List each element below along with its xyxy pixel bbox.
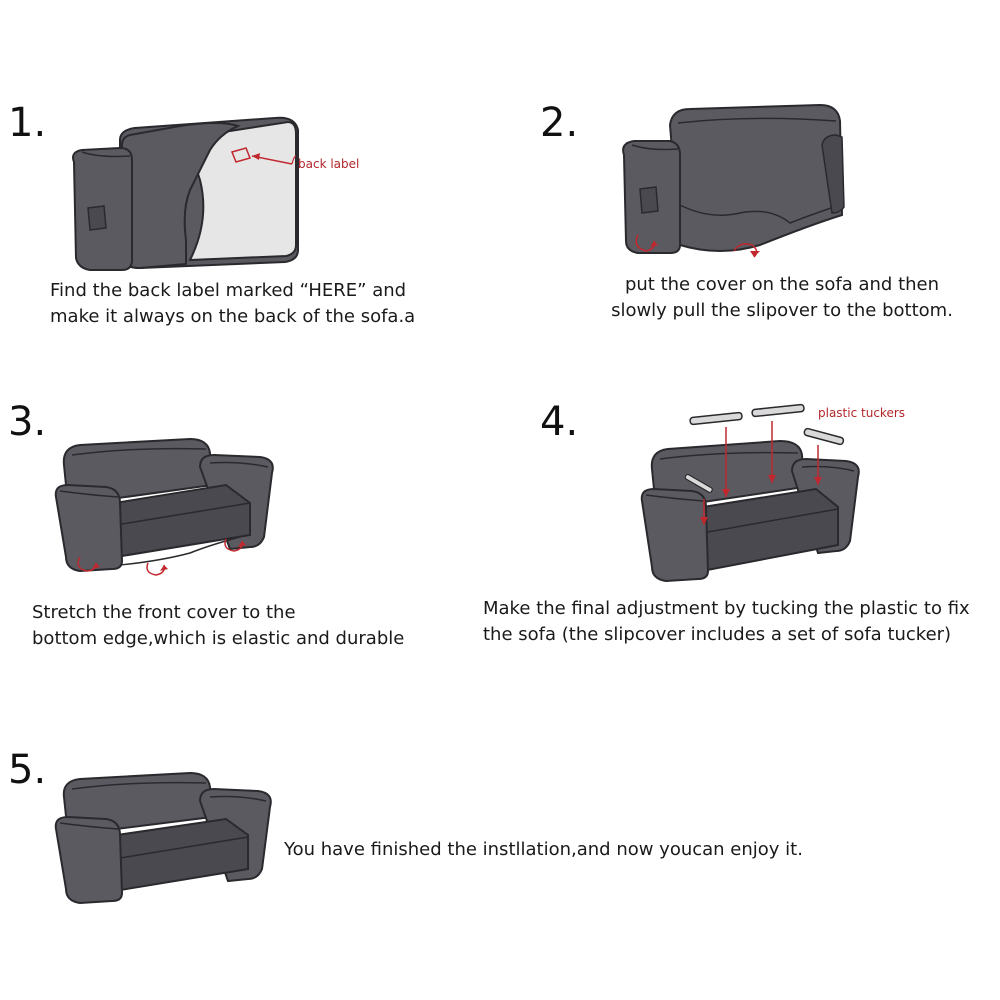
plastic-tucker-2 [751,403,805,418]
step-2-caption: put the cover on the sofa and then slowl… [582,272,982,324]
step-4-caption-line-2: the sofa (the slipcover includes a set o… [483,624,952,645]
step-3-number: 3. [8,399,47,445]
step-5-caption: You have finished the instllation,and no… [284,837,803,863]
step-2-caption-line-1: put the cover on the sofa and then [624,274,940,295]
step-3-caption-line-2: bottom edge,which is elastic and durable [32,628,405,649]
step-5-sofa-illustration [54,771,272,905]
step-1-caption-line-1: Find the back label marked “HERE” and [50,280,407,301]
step-2-caption-line-2: slowly pull the slipover to the bottom. [611,300,953,321]
step-2-number: 2. [540,100,579,146]
step-4-caption-line-1: Make the final adjustment by tucking the… [483,598,970,619]
step-5-caption-line-1: You have finished the instllation,and no… [284,839,803,860]
step-5-number: 5. [8,747,47,793]
step-1-caption-line-2: make it always on the back of the sofa.a [50,306,416,327]
step-1-sofa-illustration: back label [72,116,359,271]
step-4-number: 4. [540,399,579,445]
step-4-caption: Make the final adjustment by tucking the… [483,596,970,648]
plastic-tucker-1 [689,411,743,426]
step-3-caption-line-1: Stretch the front cover to the [32,602,296,623]
step-3-sofa-illustration [54,437,274,576]
step-4-sofa-illustration: plastic tuckers [640,403,905,583]
step-1-number: 1. [8,100,47,146]
plastic-tuckers-annotation: plastic tuckers [818,406,905,420]
step-2-sofa-illustration [622,103,845,258]
step-1-caption: Find the back label marked “HERE” and ma… [50,278,415,330]
step-3-caption: Stretch the front cover to the bottom ed… [32,600,404,652]
back-label-annotation: back label [298,157,359,171]
plastic-tucker-3 [803,427,845,446]
